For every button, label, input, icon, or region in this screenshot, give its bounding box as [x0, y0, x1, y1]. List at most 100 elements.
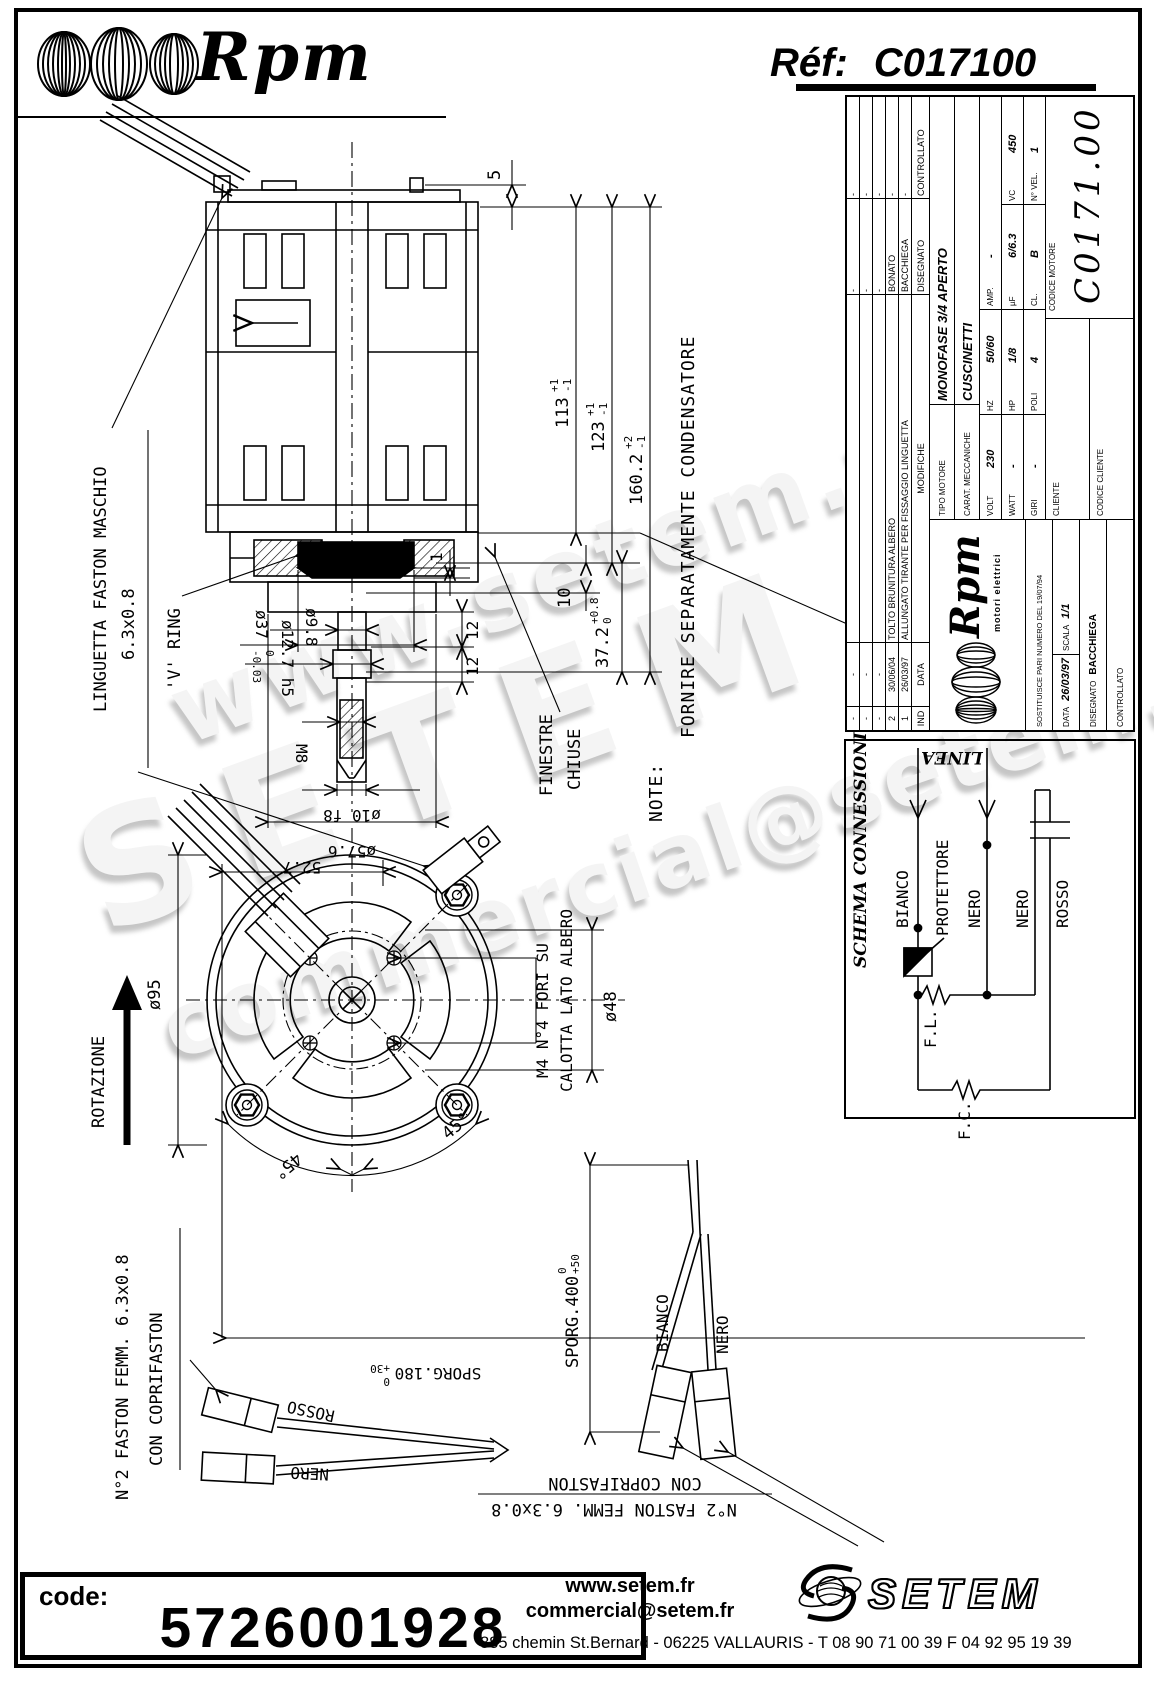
- sostituisce: SOSTITUISCE PARI NUMERO DEL 19/07/94: [1034, 574, 1044, 727]
- side-view-dim-labels: 5 113 +1 -1 123 +1 -1 160.2 +2 -1 10 37.…: [91, 170, 699, 861]
- footer-website: www.setem.fr: [565, 1575, 695, 1597]
- label-chiuse: CHIUSE: [565, 729, 585, 790]
- codice-cliente-label: CODICE CLIENTE: [1096, 448, 1105, 516]
- rev-cell: -: [873, 706, 885, 730]
- setem-saturn-icon: [798, 1564, 862, 1622]
- svg-text:+1: +1: [584, 403, 597, 416]
- faston-pair-left: [179, 1228, 510, 1485]
- setem-logo-text: SETEM: [867, 1569, 1043, 1618]
- dim-dia37: ø37 0 -0.03: [250, 610, 276, 683]
- tipo-label: TIPO MOTORE: [930, 404, 954, 519]
- reference-block: Réf: C017100: [770, 34, 1135, 86]
- label-linea: LINEA: [921, 747, 984, 767]
- setem-logo: SETEM: [790, 1558, 1043, 1630]
- scala-label: SCALA: [1053, 621, 1079, 656]
- rev-cell: 2: [886, 706, 898, 730]
- title-block-left: Rpm motori elettrici SOSTITUISCE PARI NU…: [930, 519, 1133, 730]
- rev-cell: 1: [899, 706, 911, 730]
- label-bianco: BIANCO: [653, 1294, 672, 1352]
- footer-address: 885 chemin St.Bernard - 06225 VALLAURIS …: [480, 1634, 1072, 1652]
- rev-cell: 30/06/04: [886, 642, 898, 706]
- elec-cell: GIRI-: [1024, 414, 1045, 519]
- label-fc: F.C.: [955, 1101, 974, 1140]
- footer-email: commercial@setem.fr: [525, 1600, 735, 1622]
- dim-5: 5: [485, 170, 505, 180]
- label-vring: 'V' RING: [165, 608, 185, 690]
- svg-text:-0.03: -0.03: [250, 650, 263, 683]
- ref-value: C017100: [873, 41, 1037, 85]
- rev-cell: ALLUNGATO TIRANTE PER FISSAGGIO LINGUETT…: [899, 294, 911, 642]
- revision-row: - - - -: [860, 97, 873, 730]
- elec-cell: WATT-: [1002, 414, 1023, 519]
- dim-12a: 12: [463, 621, 482, 640]
- svg-text:+50: +50: [569, 1254, 582, 1274]
- carat-label: CARAT. MECCANICHE: [955, 404, 979, 519]
- codice-motore-value: C0171.00: [1068, 105, 1108, 304]
- label-m4-2: CALOTTA LATO ALBERO: [557, 909, 576, 1092]
- footer-contact: www.setem.fr commercial@setem.fr: [470, 1574, 790, 1624]
- schema-connessioni: SCHEMA CONNESSIONI LINEA BIANCO PROTETTO…: [844, 731, 1136, 1140]
- motor-front-view: [167, 783, 625, 1192]
- dim-dia48: ø48: [601, 991, 621, 1022]
- header-rule: [18, 116, 446, 118]
- data-label: DATA: [1061, 706, 1071, 727]
- svg-text:0: 0: [383, 1375, 390, 1388]
- svg-text:-1: -1: [635, 436, 648, 449]
- dim-113: 113 +1 -1: [548, 379, 574, 428]
- ref-label: Réf:: [770, 41, 848, 85]
- rev-cell: -: [847, 198, 859, 294]
- rev-header: CONTROLLATO: [916, 129, 926, 196]
- front-view-dimensions: [112, 855, 1085, 1338]
- scala-value: 1/1: [1060, 603, 1072, 619]
- revision-row: - - - -: [873, 97, 886, 730]
- label-nero2-schema: NERO: [1013, 889, 1032, 928]
- rev-cell: BACCHIEGA: [899, 198, 911, 294]
- label-fl: F.L.: [921, 1009, 940, 1048]
- dim-10: 10: [555, 588, 575, 608]
- dim-45-left: 45°: [269, 1148, 305, 1183]
- svg-text:+0.8: +0.8: [588, 598, 601, 625]
- codice-motore-cell: CODICE MOTORE C0171.00: [1046, 97, 1133, 318]
- label-rotazione: ROTAZIONE: [89, 1036, 109, 1128]
- dim-123: 123 +1 -1: [584, 403, 610, 452]
- label-rosso-schema: ROSSO: [1053, 880, 1072, 928]
- dim-dia10: ø10 f8: [323, 806, 381, 825]
- rev-cell: -: [887, 193, 897, 196]
- disegnato-label: DISEGNATO: [1088, 680, 1098, 727]
- cliente-cells: CLIENTE CODICE CLIENTE: [1046, 318, 1133, 519]
- faston-bottom-labels: BIANCO NERO SPORG.400 0 +50 CON COPRIFAS…: [491, 1254, 737, 1519]
- rev-cell: BONATO: [886, 198, 898, 294]
- rev-cell: [860, 294, 872, 642]
- dim-1: 1: [427, 552, 446, 562]
- disegnato-value: BACCHIEGA: [1087, 614, 1099, 675]
- tb-rpm-sub: motori elettrici: [992, 553, 1002, 632]
- label-bianco-schema: BIANCO: [893, 870, 912, 928]
- rev-cell: -: [860, 706, 872, 730]
- label-faston-left-2: CON COPRIFASTON: [147, 1312, 167, 1466]
- svg-text:+2: +2: [622, 436, 635, 449]
- svg-text:0: 0: [263, 650, 276, 657]
- dim-dia127: ø12.7 h5: [278, 620, 297, 697]
- svg-text:123: 123: [589, 421, 609, 452]
- code-value: 5726001928: [159, 1596, 507, 1660]
- dim-527: 52.7: [283, 858, 322, 877]
- rev-cell: -: [847, 642, 859, 706]
- rev-cell: [873, 294, 885, 642]
- svg-text:SPORG.180: SPORG.180: [395, 1364, 482, 1383]
- data-value: 26/03/97: [1060, 658, 1072, 701]
- revision-header-row: IND DATA MODIFICHE DISEGNATO CONTROLLATO: [912, 97, 930, 730]
- rpm-logo-text: Rpm: [196, 18, 373, 96]
- label-faston-bottom-1: CON COPRIFASTON: [548, 1473, 702, 1493]
- rev-header: MODIFICHE: [912, 294, 929, 642]
- rev-cell: [847, 294, 859, 642]
- elec-cell: AMP.-: [984, 254, 997, 306]
- code-label: code:: [39, 1581, 109, 1611]
- label-linguetta-1: LINGUETTA FASTON MASCHIO: [91, 466, 111, 712]
